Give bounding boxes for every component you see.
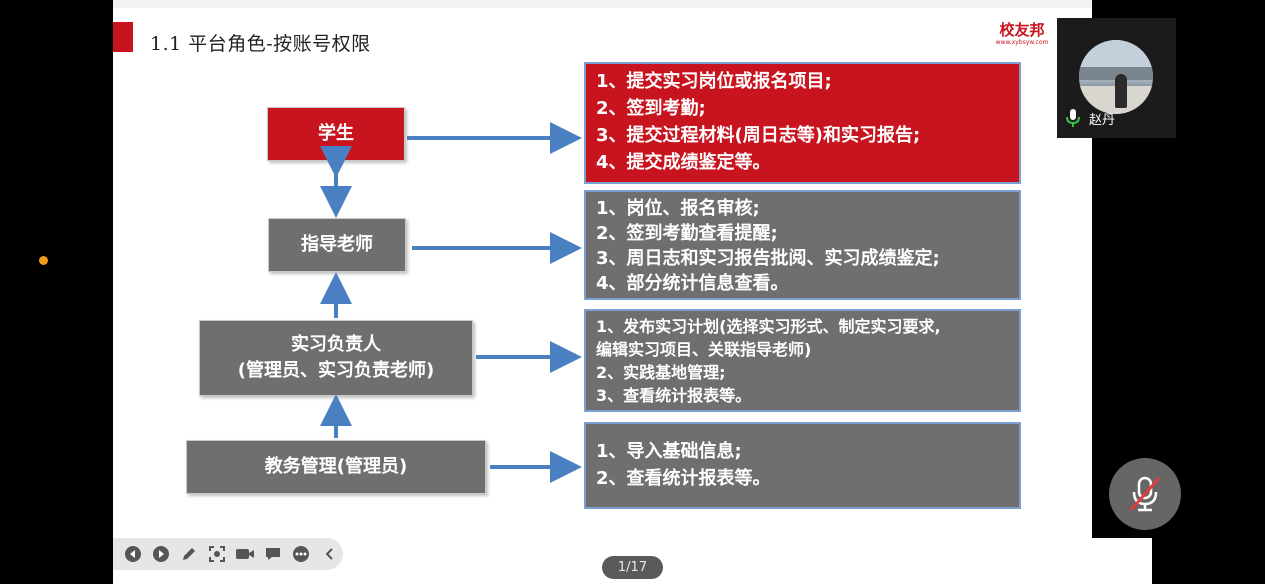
permissions-instructor: 1、岗位、报名审核; 2、签到考勤查看提醒; 3、周日志和实习报告批阅、实习成绩…	[584, 190, 1021, 300]
role-label: 实习负责人	[291, 334, 381, 355]
camera-icon	[236, 549, 254, 559]
permission-line: 4、提交成绩鉴定等。	[596, 152, 771, 173]
role-label: 学生	[318, 123, 354, 144]
participant-name: 赵丹	[1089, 113, 1116, 128]
permissions-student: 1、提交实习岗位或报名项目; 2、签到考勤; 3、提交过程材料(周日志等)和实习…	[584, 62, 1021, 184]
comment-icon	[266, 548, 280, 560]
pen-tool-button[interactable]	[175, 540, 203, 568]
role-academic-admin: 教务管理(管理员)	[186, 440, 486, 494]
permission-line: 1、提交实习岗位或报名项目;	[596, 71, 832, 92]
permission-line: 3、周日志和实习报告批阅、实习成绩鉴定;	[596, 248, 940, 269]
video-tile[interactable]: 赵丹	[1057, 18, 1176, 138]
mute-mic-button[interactable]	[1109, 458, 1181, 530]
next-icon	[153, 546, 169, 562]
logo-text: 校友邦	[999, 21, 1045, 39]
pointer-dot	[39, 256, 48, 265]
permission-line: 2、实践基地管理;	[596, 363, 726, 382]
slide-title: 1.1 平台角色-按账号权限	[150, 33, 371, 55]
screenshot-icon	[209, 546, 225, 562]
logo-url: www.xybsyw.com	[995, 39, 1049, 46]
prev-slide-button[interactable]	[119, 540, 147, 568]
permission-line: 2、查看统计报表等。	[596, 468, 771, 489]
title-accent-bar	[113, 22, 133, 52]
role-internship-manager: 实习负责人 (管理员、实习负责老师)	[199, 320, 473, 396]
permission-line: 编辑实习项目、关联指导老师)	[596, 340, 812, 359]
more-icon	[293, 546, 309, 562]
comment-button[interactable]	[259, 540, 287, 568]
role-sublabel: (管理员、实习负责老师)	[237, 360, 435, 381]
permission-line: 2、签到考勤查看提醒;	[596, 223, 778, 244]
slide-top-strip	[113, 0, 1092, 8]
role-label: 指导老师	[301, 234, 373, 255]
collapse-toolbar-button[interactable]	[315, 540, 343, 568]
camera-button[interactable]	[231, 540, 259, 568]
permission-line: 3、提交过程材料(周日志等)和实习报告;	[596, 125, 921, 146]
collapse-icon	[325, 548, 333, 560]
presentation-toolbar	[113, 538, 343, 570]
mic-muted-icon	[1129, 476, 1161, 512]
permission-line: 1、导入基础信息;	[596, 441, 742, 462]
page-indicator: 1/17	[602, 556, 663, 579]
permission-line: 3、查看统计报表等。	[596, 386, 752, 405]
permission-line: 2、签到考勤;	[596, 98, 706, 119]
mic-icon	[1066, 109, 1080, 127]
permission-line: 1、岗位、报名审核;	[596, 198, 760, 219]
more-button[interactable]	[287, 540, 315, 568]
permissions-academic-admin: 1、导入基础信息; 2、查看统计报表等。	[584, 422, 1021, 509]
permission-line: 1、发布实习计划(选择实习形式、制定实习要求,	[596, 317, 941, 336]
permission-line: 4、部分统计信息查看。	[596, 273, 789, 294]
brand-logo: 校友邦 www.xybsyw.com	[994, 21, 1050, 47]
next-slide-button[interactable]	[147, 540, 175, 568]
permissions-internship-manager: 1、发布实习计划(选择实习形式、制定实习要求, 编辑实习项目、关联指导老师) 2…	[584, 309, 1021, 412]
role-label: 教务管理(管理员)	[264, 456, 408, 477]
pen-icon	[183, 548, 195, 560]
role-instructor: 指导老师	[268, 218, 406, 272]
screenshot-button[interactable]	[203, 540, 231, 568]
prev-icon	[125, 546, 141, 562]
participant-avatar	[1079, 40, 1153, 114]
